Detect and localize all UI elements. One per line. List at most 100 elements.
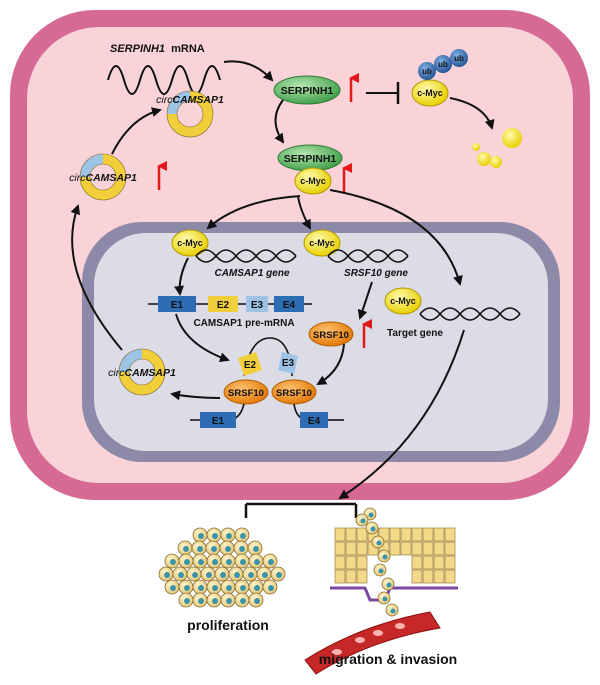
srsf10-bound-left: SRSF10 <box>223 379 269 405</box>
epithelial-cell <box>345 569 357 584</box>
circ-name-mid: CAMSAP1 <box>86 172 138 184</box>
proliferating-cell-nucleus <box>254 559 260 565</box>
proliferating-cell-nucleus <box>248 572 254 578</box>
proliferating-cell-nucleus <box>240 559 246 565</box>
epithelial-cell <box>334 569 346 584</box>
invading-cell-nucleus <box>368 512 374 518</box>
serpinh1-protein-label: SERPINH1 <box>281 85 334 97</box>
circ-name-nuc: CAMSAP1 <box>125 367 177 379</box>
invading-cell-nucleus <box>386 582 392 588</box>
proliferating-cell-nucleus <box>198 559 204 565</box>
proliferating-cell-nucleus <box>212 559 218 565</box>
proliferating-cell-nucleus <box>225 546 231 552</box>
proliferating-cell-nucleus <box>184 598 190 604</box>
serpinh1-cmyc-complex: SERPINH1 c-Myc <box>277 144 343 195</box>
epithelial-cell <box>400 527 412 542</box>
srsf10-gene-label: SRSF10 gene <box>344 268 408 279</box>
epithelial-cell <box>389 541 401 556</box>
epithelial-cell <box>433 555 445 570</box>
circcamsap1-middle: circCAMSAP1 <box>69 153 137 201</box>
cmyc-camsap1-label: c-Myc <box>177 238 203 248</box>
proliferating-cell-nucleus <box>212 585 218 591</box>
proliferating-cell-nucleus <box>197 546 203 552</box>
arrow-to-srsf10-gene <box>297 195 311 230</box>
invading-cell-nucleus <box>382 554 388 560</box>
epithelial-cell <box>422 541 434 556</box>
proliferating-cell-nucleus <box>254 585 260 591</box>
srsf10-bound-right: SRSF10 <box>271 379 317 405</box>
epithelial-cell <box>400 541 412 556</box>
arrow-target-to-phenotype <box>338 329 465 500</box>
proliferating-cell-nucleus <box>276 572 282 578</box>
circcamsap1-middle-label: circCAMSAP1 <box>69 172 137 184</box>
exon-e2-bent: E2 <box>238 352 262 376</box>
serpinh1-mrna-suffix: mRNA <box>171 43 205 55</box>
epithelial-cell <box>411 569 423 584</box>
ub-3: ub <box>454 54 464 63</box>
exon-e3-label: E3 <box>251 300 264 311</box>
bottom-exons: E1 E4 <box>190 412 344 428</box>
proliferating-cell-nucleus <box>198 533 204 539</box>
proliferating-cell-nucleus <box>262 572 268 578</box>
cmyc-srsf10-label: c-Myc <box>309 238 335 248</box>
complex-cmyc-label: c-Myc <box>300 176 326 186</box>
proliferating-cell-nucleus <box>226 533 232 539</box>
proliferating-cell-nucleus <box>211 546 217 552</box>
camsap1-premrna: E1 E2 E3 E4 <box>148 296 312 312</box>
exon-e1-label: E1 <box>171 300 184 311</box>
epithelial-cell <box>356 527 368 542</box>
invading-cell-nucleus <box>378 568 384 574</box>
phenotype-bracket <box>244 502 358 518</box>
invading-cell-nucleus <box>370 526 376 532</box>
srsf10-bound-right-label: SRSF10 <box>276 388 312 399</box>
premrna-label: CAMSAP1 pre-mRNA <box>193 318 294 329</box>
arrow-to-splicing <box>175 313 230 363</box>
invading-cell-nucleus <box>376 540 382 546</box>
proliferating-cell-nucleus <box>240 598 246 604</box>
epithelial-cell <box>334 541 346 556</box>
proliferating-cell-nucleus <box>198 598 204 604</box>
proliferating-cell-nucleus <box>220 572 226 578</box>
camsap1-gene-label: CAMSAP1 gene <box>214 268 289 279</box>
epithelial-cell <box>444 555 456 570</box>
epithelial-cell <box>433 541 445 556</box>
arrow-translation <box>223 60 274 82</box>
serpinh1-mrna-label: SERPINH1 mRNA <box>110 43 205 55</box>
proliferating-cell-nucleus <box>253 546 259 552</box>
proliferating-cell-nucleus <box>226 585 232 591</box>
serpinh1-protein: SERPINH1 <box>273 75 341 105</box>
circ-prefix-mid: circ <box>69 172 86 184</box>
cmyc-target-label: c-Myc <box>390 296 416 306</box>
proliferating-cell-nucleus <box>164 572 170 578</box>
migration-label: migration & invasion <box>319 651 457 667</box>
arrow-degradation <box>449 97 495 130</box>
proliferating-cell-nucleus <box>268 559 274 565</box>
proliferating-cell-nucleus <box>234 572 240 578</box>
proliferating-cell-nucleus <box>212 598 218 604</box>
srsf10-protein-label: SRSF10 <box>313 330 349 341</box>
migration-tissue <box>330 507 458 617</box>
srsf10-bound-left-label: SRSF10 <box>228 388 264 399</box>
arrow-backsplice-to-circ <box>170 390 221 401</box>
proliferating-cell-nucleus <box>240 585 246 591</box>
epithelial-cell <box>356 541 368 556</box>
exon-e2 <box>208 296 238 312</box>
srsf10-protein: SRSF10 <box>308 321 354 347</box>
arrow-circ-export <box>70 204 123 351</box>
arrow-to-camsap1-gene <box>206 195 301 230</box>
proliferating-cell-nucleus <box>178 572 184 578</box>
exon-e2-bent-label: E2 <box>244 360 257 371</box>
circcamsap1-nucleus: circCAMSAP1 <box>108 348 177 396</box>
exon-e3-bent-label: E3 <box>282 358 295 369</box>
circ-prefix-nuc: circ <box>108 367 125 379</box>
circcamsap1-top: circCAMSAP1 <box>156 90 224 138</box>
proliferating-cell-nucleus <box>206 572 212 578</box>
proliferating-cell-nucleus <box>192 572 198 578</box>
epithelial-cell <box>433 527 445 542</box>
arrow-circ-middle-to-top <box>111 107 162 155</box>
proliferating-cell-nucleus <box>170 559 176 565</box>
proliferation-cluster <box>158 527 286 608</box>
epithelial-cell <box>433 569 445 584</box>
epithelial-cell <box>334 555 346 570</box>
exon-e3 <box>246 296 268 312</box>
